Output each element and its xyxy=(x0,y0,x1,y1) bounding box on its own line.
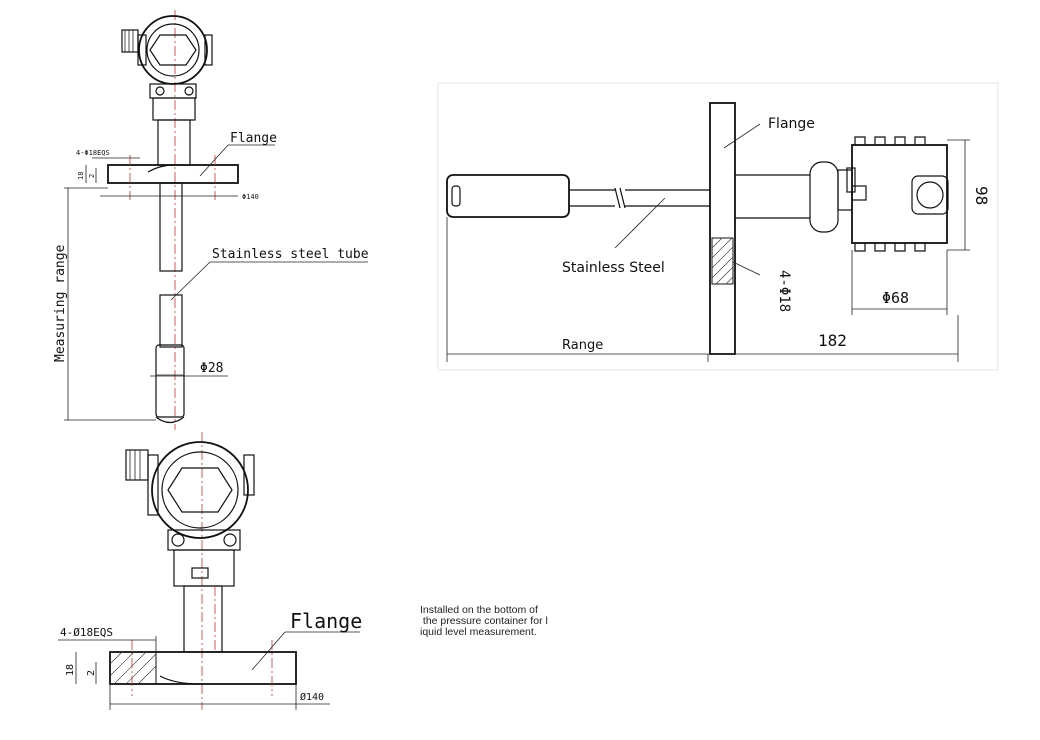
transmitter-housing xyxy=(138,15,208,85)
flange-side xyxy=(709,102,736,355)
flange-hatch-bottom xyxy=(109,651,157,685)
thickness-inner-top: 2 xyxy=(88,174,96,178)
horizontal-transmitter-drawing: Flange Stainless Steel 4-Φ18 98 Φ68 182 … xyxy=(437,82,999,371)
flange-diameter-top: Φ140 xyxy=(242,193,259,201)
probe xyxy=(155,344,185,418)
transmitter-housing-bottom xyxy=(151,441,249,539)
stainless-tube-upper xyxy=(159,182,183,272)
probe-horizontal xyxy=(446,174,570,218)
flange-label-bottom: Flange xyxy=(290,609,362,633)
housing-height: 98 xyxy=(972,186,991,205)
tube-label-side: Stainless Steel xyxy=(562,260,665,276)
bottom-mount-transmitter-drawing: 4-Ø18EQS Flange 18 2 Ø140 xyxy=(58,432,362,710)
thickness-outer-bottom: 18 xyxy=(65,664,76,676)
flange-top xyxy=(107,164,239,184)
probe-diameter: Φ28 xyxy=(200,361,223,376)
cable-gland-bottom xyxy=(125,449,149,481)
measuring-range-label: Measuring range xyxy=(53,244,68,362)
thickness-inner-bottom: 2 xyxy=(86,670,97,676)
total-length: 182 xyxy=(818,331,847,350)
flange-label-top: Flange xyxy=(230,131,277,146)
range-label: Range xyxy=(562,338,603,353)
thickness-outer-top: 18 xyxy=(77,172,85,180)
flange-bottom xyxy=(109,651,297,685)
tube-label-top: Stainless steel tube xyxy=(212,247,369,262)
stainless-tube-lower xyxy=(159,294,183,348)
installation-note: Installed on the bottom of the pressure … xyxy=(420,604,548,638)
cable-gland xyxy=(121,29,139,53)
vertical-transmitter-drawing: 4-Φ18EQS Flange 18 2 Φ140 Measuring rang… xyxy=(53,10,369,430)
housing-diameter: Φ68 xyxy=(882,289,909,307)
flange-diameter-bottom: Ø140 xyxy=(300,691,324,703)
hole-spec-bottom: 4-Ø18EQS xyxy=(60,626,113,639)
hole-spec-side: 4-Φ18 xyxy=(776,270,792,312)
flange-hatch xyxy=(711,237,734,285)
hole-spec-top: 4-Φ18EQS xyxy=(76,149,110,157)
housing-side xyxy=(851,144,948,244)
flange-label-side: Flange xyxy=(768,116,815,132)
